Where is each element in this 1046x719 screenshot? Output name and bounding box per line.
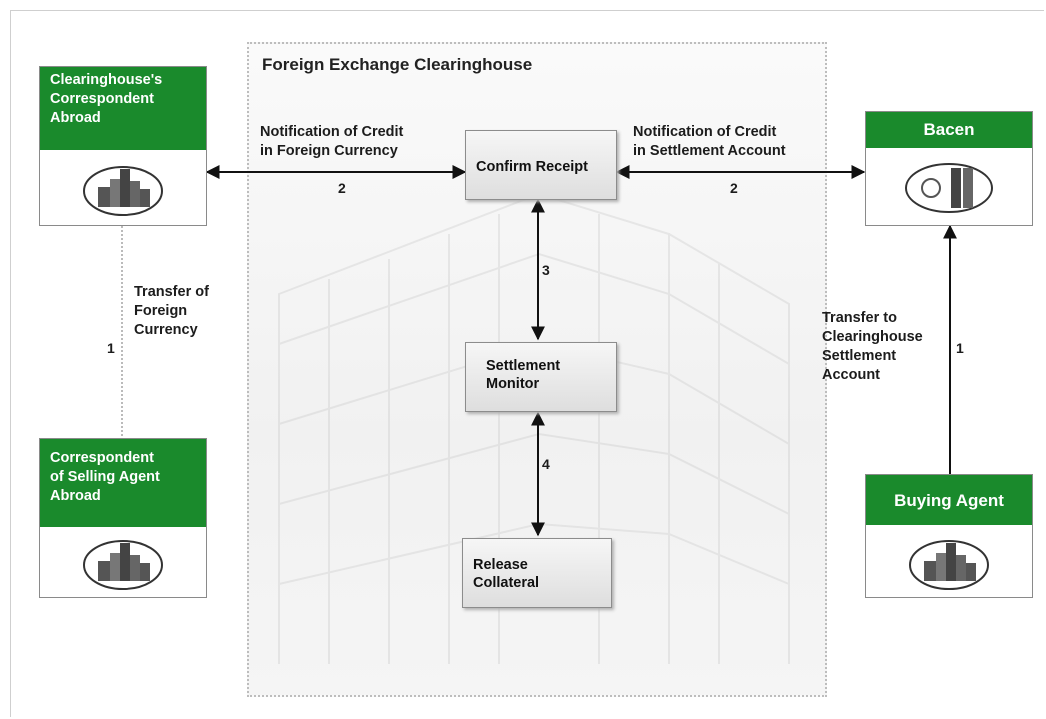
entity-label-line: Clearinghouse's: [50, 72, 163, 88]
entity-label-line: Correspondent: [50, 90, 154, 107]
label-line: Currency: [134, 321, 198, 338]
entity-label-line: Correspondent: [50, 450, 154, 466]
city-buildings-icon: [83, 540, 163, 590]
box-confirm-receipt: Confirm Receipt: [465, 130, 617, 200]
entity-label-line: of Selling Agent: [50, 468, 160, 485]
label-line: Notification of Credit: [633, 124, 777, 140]
entity-bacen: Bacen: [865, 111, 1033, 226]
label-transfer-clearinghouse: Transfer to Clearinghouse Settlement Acc…: [822, 309, 923, 384]
label-line: in Foreign Currency: [260, 142, 398, 159]
label-notif-settlement: Notification of Credit in Settlement Acc…: [633, 123, 786, 161]
box-label-line: Collateral: [473, 575, 540, 592]
step-number: 4: [542, 456, 550, 472]
central-bank-building-icon: [905, 163, 993, 213]
box-release-collateral: Release Collateral: [462, 538, 612, 608]
entity-header: Buying Agent: [866, 475, 1032, 525]
box-label-line: Monitor: [486, 376, 540, 393]
label-notif-foreign: Notification of Credit in Foreign Curren…: [260, 123, 403, 161]
label-transfer-foreign: Transfer of Foreign Currency: [134, 283, 209, 340]
zone-title: Foreign Exchange Clearinghouse: [262, 55, 533, 74]
label-line: in Settlement Account: [633, 142, 786, 159]
city-buildings-icon: [83, 166, 163, 216]
label-line: Account: [822, 366, 880, 383]
label-line: Clearinghouse: [822, 328, 923, 345]
label-line: Transfer of: [134, 284, 209, 300]
step-number: 1: [107, 340, 115, 356]
label-line: Settlement: [822, 347, 897, 364]
step-number: 2: [338, 180, 346, 196]
box-label-line: Settlement: [486, 358, 561, 374]
diagram-frame: [10, 10, 1044, 717]
entity-header: Correspondent of Selling Agent Abroad: [40, 439, 206, 527]
entity-selling-correspondent: Correspondent of Selling Agent Abroad: [39, 438, 207, 598]
step-number: 1: [956, 340, 964, 356]
box-label-line: Release: [473, 557, 528, 573]
step-number: 2: [730, 180, 738, 196]
entity-clearinghouse-correspondent: Clearinghouse's Correspondent Abroad: [39, 66, 207, 226]
label-line: Transfer to: [822, 310, 897, 326]
entity-label-line: Abroad: [50, 109, 101, 126]
entity-label-line: Abroad: [50, 487, 101, 504]
entity-header: Bacen: [866, 112, 1032, 148]
entity-header: Clearinghouse's Correspondent Abroad: [40, 67, 206, 150]
box-settlement-monitor: Settlement Monitor: [465, 342, 617, 412]
label-line: Notification of Credit: [260, 124, 404, 140]
label-line: Foreign: [134, 302, 188, 319]
city-buildings-icon: [909, 540, 989, 590]
entity-buying-agent: Buying Agent: [865, 474, 1033, 598]
step-number: 3: [542, 262, 550, 278]
